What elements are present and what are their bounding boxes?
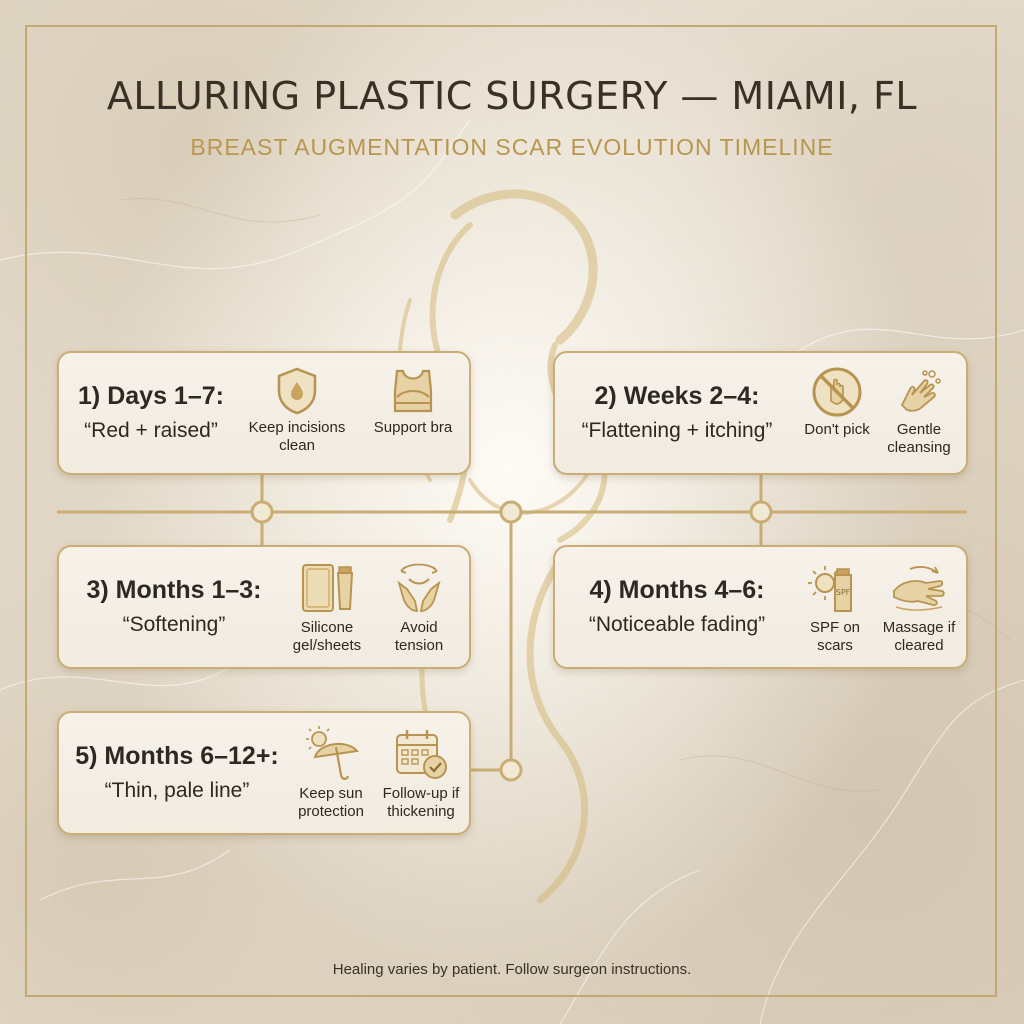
timeline-node bbox=[499, 758, 523, 782]
tip-label: Keep incisions clean bbox=[248, 419, 346, 454]
stage-label: 3) Months 1–3: bbox=[86, 575, 262, 604]
sun-umbrella-icon bbox=[306, 726, 359, 780]
tip-label: Massage if cleared bbox=[882, 619, 956, 654]
gold-frame bbox=[25, 25, 997, 997]
tip-label: Gentle cleansing bbox=[887, 421, 951, 456]
tip-label: SPF on scars bbox=[809, 619, 861, 654]
stage-card-3: 3) Months 1–3: “Softening” Silicone gel/… bbox=[57, 545, 471, 669]
stage-card-1: 1) Days 1–7: “Red + raised” Keep incisio… bbox=[57, 351, 471, 475]
stage-description: “Thin, pale line” bbox=[104, 778, 250, 802]
stage-label: 5) Months 6–12+: bbox=[75, 741, 279, 770]
svg-text:SPF: SPF bbox=[836, 588, 851, 597]
hands-tension-icon bbox=[397, 563, 441, 612]
tip-item: Avoid tension bbox=[375, 561, 463, 655]
stage-label: 1) Days 1–7: bbox=[78, 381, 224, 410]
stage-card-2: 2) Weeks 2–4: “Flattening + itching” Don… bbox=[553, 351, 968, 475]
calendar-check-icon bbox=[396, 730, 447, 779]
stage-label: 2) Weeks 2–4: bbox=[594, 381, 760, 410]
tip-label: Support bra bbox=[373, 419, 453, 436]
page-title: ALLURING PLASTIC SURGERY — MIAMI, FL bbox=[106, 74, 918, 118]
tip-label: Don't pick bbox=[804, 421, 870, 438]
massage-hands-icon bbox=[893, 566, 945, 611]
sports-bra-icon bbox=[393, 369, 433, 413]
tip-item: Gentle cleansing bbox=[875, 365, 963, 457]
tip-item: Support bra bbox=[359, 365, 467, 437]
timeline-node bbox=[250, 500, 274, 524]
tip-label: Avoid tension bbox=[394, 619, 444, 654]
shield-droplet-icon bbox=[277, 367, 317, 415]
stage-description: “Flattening + itching” bbox=[581, 418, 773, 442]
tip-item: Silicone gel/sheets bbox=[283, 561, 371, 655]
tip-item: Keep incisions clean bbox=[241, 365, 353, 455]
tip-item: Keep sun protection bbox=[287, 725, 375, 821]
sunscreen-icon: SPF bbox=[808, 566, 852, 612]
tip-item: Don't pick bbox=[793, 365, 881, 439]
silicone-sheet-icon bbox=[302, 564, 354, 612]
timeline-node bbox=[749, 500, 773, 524]
tip-item: Massage if cleared bbox=[875, 561, 963, 655]
washing-hands-icon bbox=[900, 370, 941, 412]
stage-label: 4) Months 4–6: bbox=[589, 575, 765, 604]
stage-description: “Softening” bbox=[122, 612, 226, 636]
tip-label: Silicone gel/sheets bbox=[292, 619, 362, 654]
stage-description: “Red + raised” bbox=[84, 418, 218, 442]
tip-item: SPF SPF on scars bbox=[791, 561, 879, 655]
tip-label: Follow-up if thickening bbox=[382, 785, 460, 820]
page-subtitle: BREAST AUGMENTATION SCAR EVOLUTION TIMEL… bbox=[190, 134, 834, 160]
tip-item: Follow-up if thickening bbox=[373, 725, 469, 821]
no-touch-icon bbox=[812, 367, 862, 417]
timeline-node bbox=[499, 500, 523, 524]
stage-card-4: 4) Months 4–6: “Noticeable fading” SPF S… bbox=[553, 545, 968, 669]
stage-card-5: 5) Months 6–12+: “Thin, pale line” Keep … bbox=[57, 711, 471, 835]
tip-label: Keep sun protection bbox=[298, 785, 364, 820]
stage-description: “Noticeable fading” bbox=[588, 612, 766, 636]
footer-disclaimer: Healing varies by patient. Follow surgeo… bbox=[332, 961, 692, 978]
